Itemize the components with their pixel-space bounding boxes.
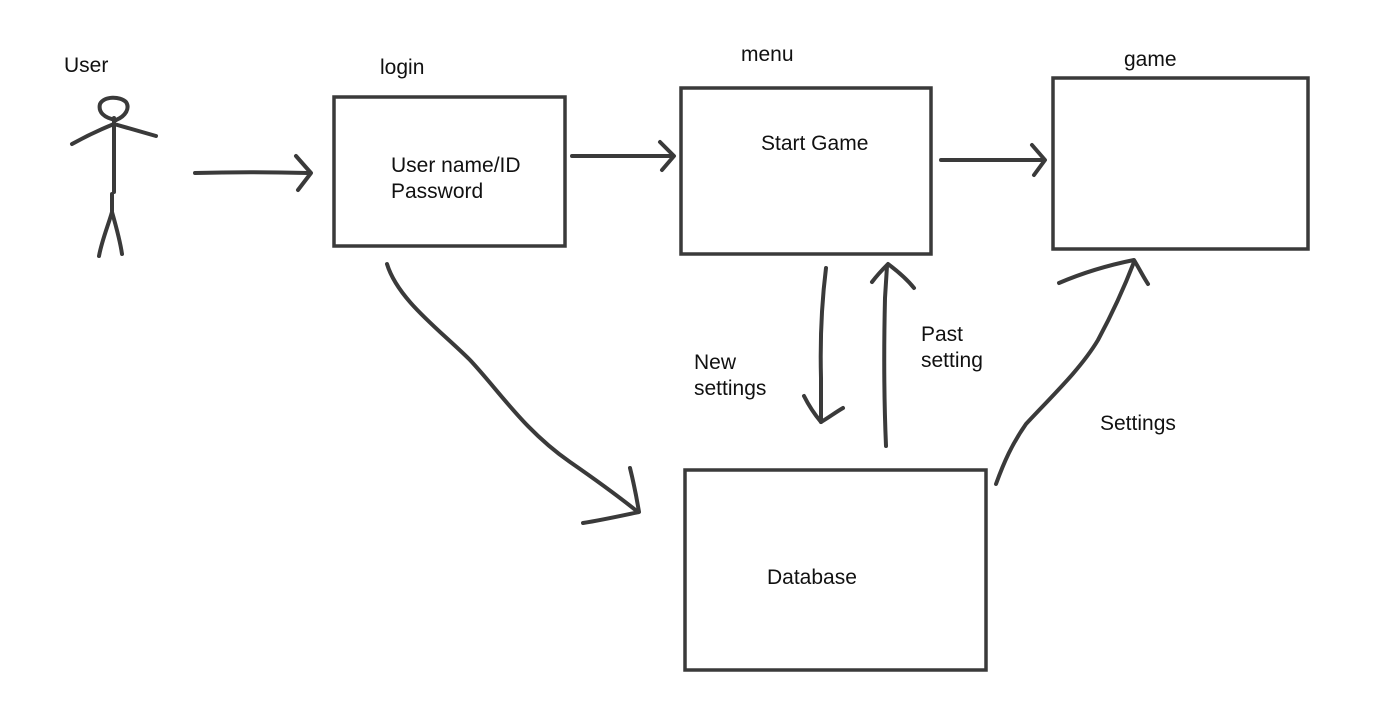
new-settings-label-line2: settings: [694, 377, 767, 400]
settings-label: Settings: [1100, 412, 1176, 435]
login-title: login: [380, 56, 425, 79]
menu-box: [679, 86, 933, 256]
database-text: Database: [767, 566, 857, 589]
stick-figure-arms: [70, 122, 158, 146]
arrow-database-to-game: [994, 258, 1150, 486]
menu-start-game-text: Start Game: [761, 132, 869, 155]
arrow-login-to-database: [385, 262, 641, 525]
stick-figure-legs: [97, 192, 124, 258]
user-label: User: [64, 54, 109, 77]
arrow-user-to-login: [193, 154, 313, 192]
stick-figure-head: [97, 95, 130, 122]
login-password-text: Password: [391, 180, 484, 203]
arrow-menu-to-database: [802, 266, 845, 424]
new-settings-label-line1: New: [694, 351, 737, 374]
past-setting-label-line2: setting: [921, 349, 983, 372]
arrow-database-to-menu: [870, 262, 916, 448]
game-title: game: [1124, 48, 1177, 71]
login-username-text: User name/ID: [391, 154, 521, 177]
menu-title: menu: [741, 43, 794, 66]
arrow-menu-to-game: [939, 143, 1047, 177]
past-setting-label-line1: Past: [921, 323, 964, 346]
user-stick-figure: [70, 95, 158, 258]
game-box: [1051, 76, 1310, 251]
arrow-login-to-menu: [570, 140, 676, 172]
database-box: [683, 468, 988, 672]
login-box: [332, 95, 567, 248]
